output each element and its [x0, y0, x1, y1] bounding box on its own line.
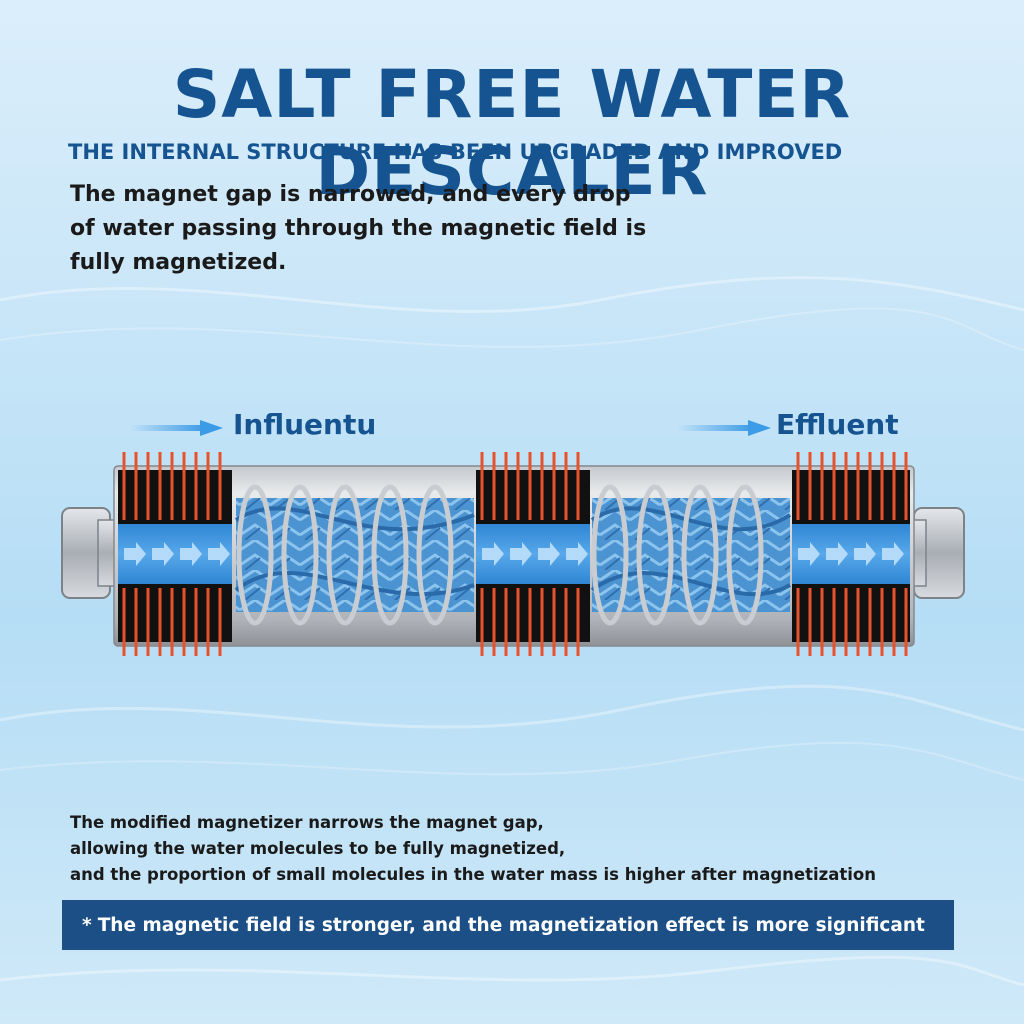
- asterisk-icon: *: [82, 914, 92, 936]
- intro-line: of water passing through the magnetic fi…: [70, 216, 647, 241]
- intro-line: fully magnetized.: [70, 250, 287, 275]
- left-spring: [236, 484, 454, 626]
- highlight-banner: * The magnetic field is stronger, and th…: [62, 900, 954, 950]
- magnetic-field-lines: [122, 452, 908, 656]
- flow-arrow-icon: [208, 542, 230, 566]
- description-line: allowing the water molecules to be fully…: [70, 839, 566, 858]
- intro-text: The magnet gap is narrowed, and every dr…: [70, 178, 690, 280]
- page-subtitle: THE INTERNAL STRUCTURE HAS BEEN UPGRADED…: [68, 140, 843, 164]
- description-text: The modified magnetizer narrows the magn…: [70, 810, 970, 888]
- water-flow-arrows: [124, 542, 904, 566]
- flow-arrow-icon: [798, 542, 820, 566]
- inflow-label: Influentu: [233, 408, 377, 441]
- description-line: and the proportion of small molecules in…: [70, 865, 876, 884]
- descaler-diagram: [61, 452, 965, 656]
- flow-arrow-icon: [826, 542, 848, 566]
- left-nut-icon: [61, 507, 121, 599]
- flow-arrow-icon: [538, 542, 560, 566]
- page-title: SALT FREE WATER DESCALER: [172, 56, 852, 210]
- right-spring: [591, 484, 764, 626]
- flow-arrow-icon: [566, 542, 588, 566]
- flow-arrow-icon: [124, 542, 146, 566]
- flow-arrow-icon: [854, 542, 876, 566]
- flow-arrow-icon: [882, 542, 904, 566]
- flow-arrow-icon: [152, 542, 174, 566]
- outflow-label: Effluent: [776, 408, 899, 441]
- inflow-arrow-icon: [130, 420, 223, 436]
- description-line: The modified magnetizer narrows the magn…: [70, 813, 544, 832]
- flow-arrow-icon: [180, 542, 202, 566]
- outflow-arrow-icon: [678, 420, 771, 436]
- flow-arrow-icon: [510, 542, 532, 566]
- flow-arrow-icon: [482, 542, 504, 566]
- left-fiber-coil: [234, 498, 475, 612]
- banner-text: The magnetic field is stronger, and the …: [97, 914, 925, 936]
- intro-line: The magnet gap is narrowed, and every dr…: [70, 182, 631, 207]
